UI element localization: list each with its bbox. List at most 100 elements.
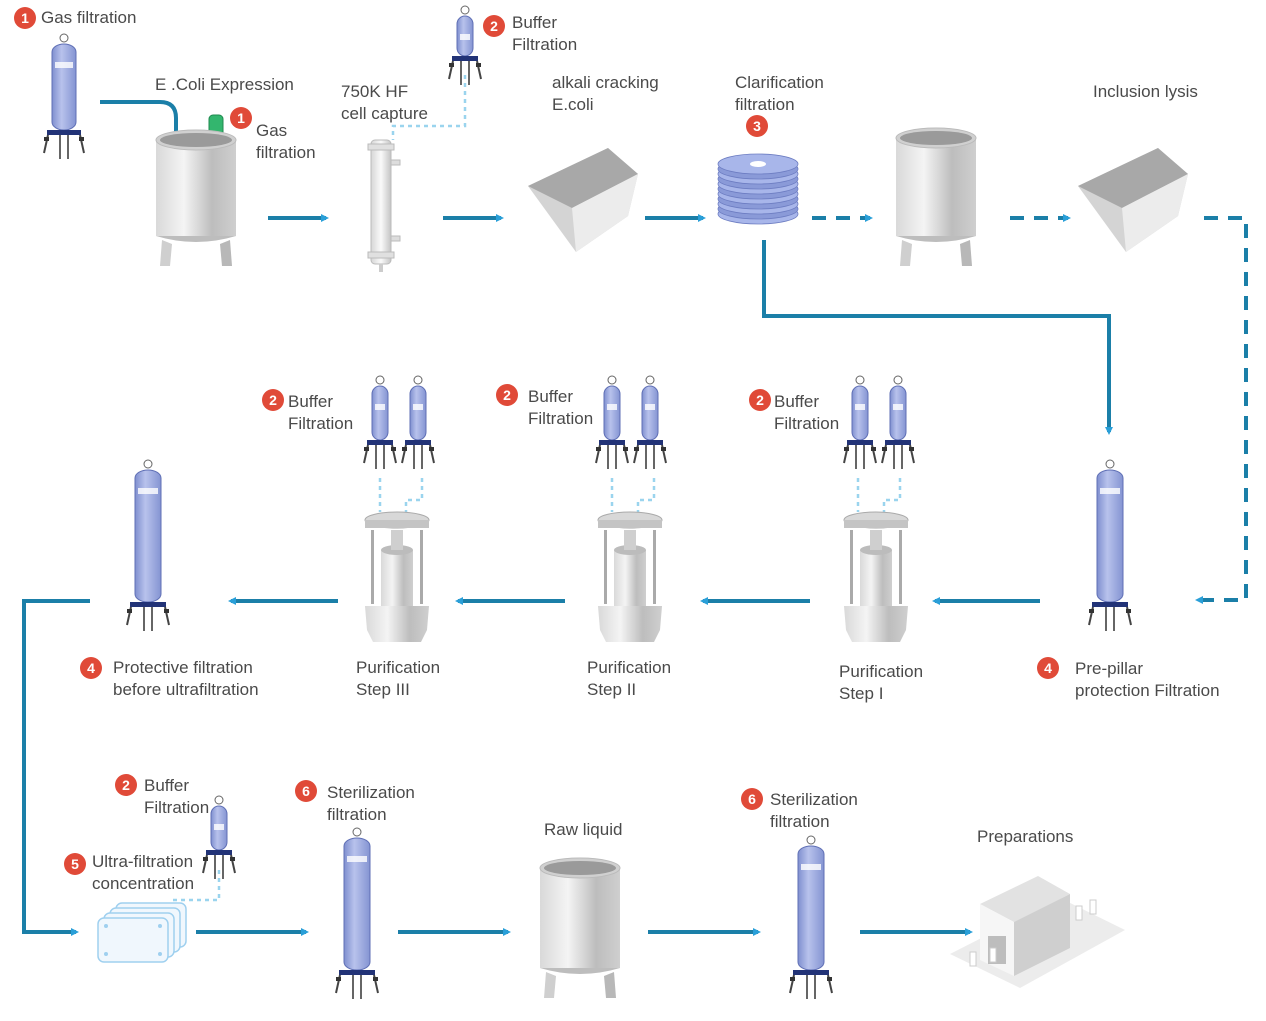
gas-filter bbox=[43, 33, 85, 159]
column-rod bbox=[850, 530, 853, 604]
protective-filter bbox=[126, 459, 170, 631]
cassette-bolt bbox=[158, 952, 162, 956]
filter-foot bbox=[203, 857, 208, 861]
column-cylinder bbox=[614, 550, 646, 608]
gauge-icon bbox=[1105, 459, 1115, 469]
buffer-line bbox=[404, 478, 424, 512]
flow-return-dashed bbox=[1195, 216, 1248, 604]
ultra-filtration-label: Ultra-filtration concentration bbox=[92, 852, 195, 893]
filter-foot bbox=[1126, 609, 1131, 613]
vial-icon bbox=[1075, 905, 1083, 921]
filter-clamp bbox=[599, 440, 625, 445]
filter-foot bbox=[164, 609, 169, 613]
filter-housing bbox=[889, 385, 907, 441]
tank-bottom bbox=[540, 968, 620, 974]
purification-step3-column bbox=[364, 511, 430, 642]
lysis-hopper bbox=[528, 148, 638, 252]
filter-clamp bbox=[452, 56, 478, 61]
buffer-line bbox=[391, 75, 467, 140]
buffer-filtration-bottom-label: Buffer Filtration bbox=[144, 776, 210, 817]
flow-lines bbox=[22, 75, 1248, 936]
cassette-bolt bbox=[104, 924, 108, 928]
purification-step3-label: Purification Step III bbox=[356, 658, 441, 699]
alkali-cracking-label: alkali cracking E.coli bbox=[552, 73, 659, 114]
column-rod bbox=[899, 530, 902, 604]
flow-connector bbox=[22, 599, 90, 936]
column-piston bbox=[391, 530, 403, 550]
tank-bottom bbox=[896, 236, 976, 242]
filter-logo-band bbox=[801, 864, 821, 870]
column-cylinder bbox=[860, 550, 892, 608]
filter-foot bbox=[127, 609, 132, 613]
filter-foot bbox=[402, 447, 407, 451]
building-roof bbox=[980, 876, 1070, 922]
gauge-icon bbox=[855, 375, 865, 385]
buffer-filtration-top-label: Buffer Filtration bbox=[512, 13, 578, 54]
column-piston bbox=[624, 530, 636, 550]
hf-cap bbox=[367, 251, 395, 259]
filter-clamp bbox=[339, 970, 375, 975]
purification-step1-label: Purification Step I bbox=[839, 662, 924, 703]
filter-foot bbox=[391, 447, 396, 451]
filter-logo-band bbox=[607, 404, 617, 410]
tank-body bbox=[896, 138, 976, 236]
clarification-filtration-label: Clarification filtration bbox=[735, 73, 824, 114]
filter-foot bbox=[909, 447, 914, 451]
step-badge: 1 bbox=[230, 107, 252, 129]
gauge-icon bbox=[413, 375, 423, 385]
hopper-top bbox=[1078, 148, 1188, 208]
hollow-fiber-module bbox=[367, 139, 401, 272]
cassette-plate bbox=[97, 917, 169, 963]
filter-foot bbox=[844, 447, 849, 451]
column-cylinder bbox=[381, 550, 413, 608]
hopper-face bbox=[572, 174, 638, 252]
filter-foot bbox=[661, 447, 666, 451]
tank-body bbox=[156, 140, 236, 236]
filter-housing bbox=[603, 385, 621, 441]
step-badge: 1 bbox=[14, 6, 36, 29]
hf-port bbox=[390, 235, 401, 242]
step-badge: 2 bbox=[262, 389, 284, 411]
tank-leg bbox=[900, 240, 912, 266]
hf-cap bbox=[367, 143, 395, 151]
step-badge: 4 bbox=[1037, 657, 1059, 679]
step-badge: 6 bbox=[741, 788, 763, 810]
buffer-filter-small bbox=[881, 375, 915, 469]
inclusion-tank bbox=[895, 127, 977, 266]
filter-logo-band bbox=[375, 404, 385, 410]
buffer-filtration-step3-label: Buffer Filtration bbox=[288, 392, 354, 433]
hf-outlet bbox=[379, 264, 383, 272]
tank-leg bbox=[160, 240, 172, 266]
tank-leg bbox=[544, 972, 556, 998]
filter-logo-band bbox=[893, 404, 903, 410]
filter-foot bbox=[634, 447, 639, 451]
buffer-line bbox=[882, 478, 902, 512]
column-base bbox=[365, 606, 429, 642]
filter-logo-band bbox=[645, 404, 655, 410]
step-badge: 3 bbox=[746, 115, 768, 137]
filter-clamp bbox=[793, 970, 829, 975]
filter-housing bbox=[851, 385, 869, 441]
purification-step2-label: Purification Step II bbox=[587, 658, 672, 699]
gauge-icon bbox=[143, 459, 153, 469]
filter-clamp bbox=[206, 850, 232, 855]
tank-bottom bbox=[156, 236, 236, 242]
sterilizing-filter-1 bbox=[335, 827, 379, 999]
filter-foot bbox=[596, 447, 601, 451]
preparations-label: Preparations bbox=[977, 827, 1074, 846]
buffer-filter-small bbox=[401, 375, 435, 469]
filter-foot bbox=[790, 977, 795, 981]
filter-logo-band bbox=[55, 62, 73, 68]
column-piston bbox=[870, 530, 882, 550]
tank-leg bbox=[220, 240, 232, 266]
filter-logo-band bbox=[855, 404, 865, 410]
buffer-filter-small bbox=[448, 5, 482, 85]
gauge-icon bbox=[893, 375, 903, 385]
vial-icon bbox=[989, 947, 997, 963]
buffer-filter-small bbox=[595, 375, 629, 469]
gauge-icon bbox=[607, 375, 617, 385]
raw-liquid-tank bbox=[539, 857, 621, 998]
filter-foot bbox=[871, 447, 876, 451]
